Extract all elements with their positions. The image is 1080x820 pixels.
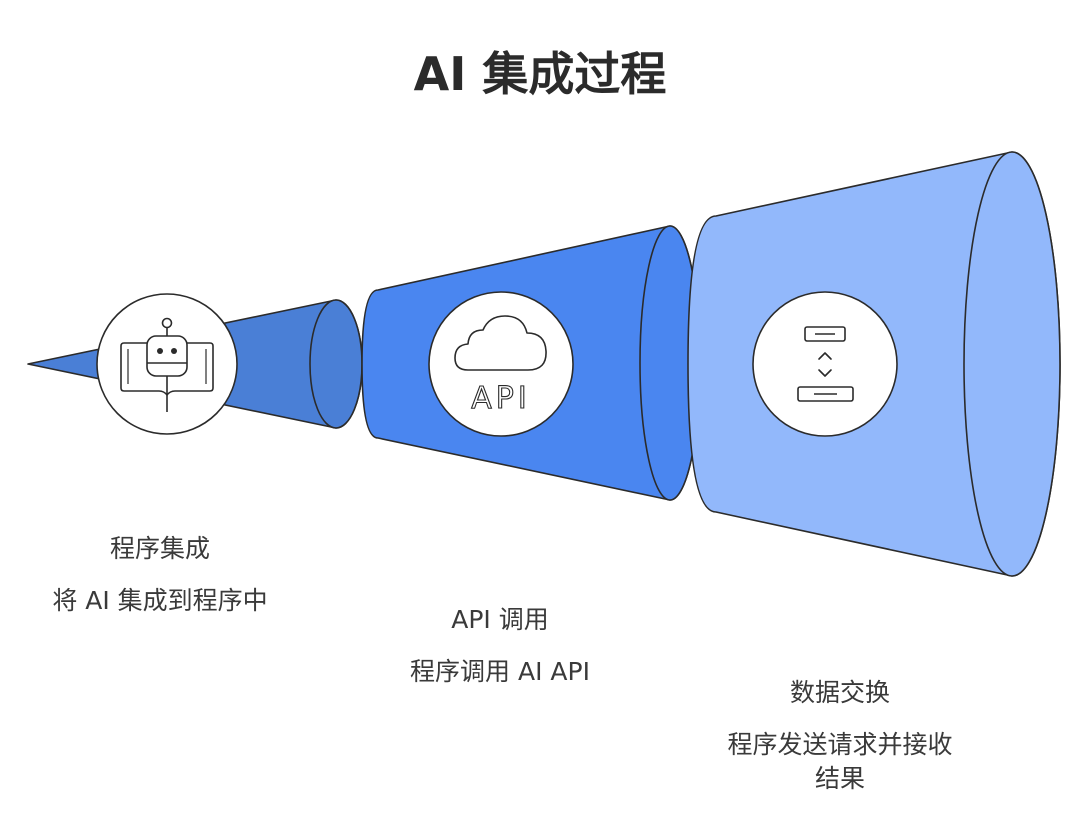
- data-exchange-icon: [752, 291, 898, 437]
- diagram-title: AI 集成过程: [413, 47, 667, 101]
- robot-book-icon: [96, 293, 238, 435]
- api-icon-label: API: [471, 381, 530, 416]
- stage-1-label: 程序集成 将 AI 集成到程序中: [10, 532, 310, 618]
- stage-1-title: 程序集成: [109, 534, 210, 563]
- stage-3-label: 数据交换 程序发送请求并接收结果: [690, 676, 990, 796]
- stage-1-description: 将 AI 集成到程序中: [52, 586, 268, 615]
- stage-2-title: API 调用: [451, 605, 549, 634]
- stage-2-label: API 调用 程序调用 AI API: [350, 603, 650, 689]
- stage-3-description: 程序发送请求并接收结果: [727, 730, 953, 793]
- stage-3-title: 数据交换: [789, 678, 890, 707]
- cloud-api-icon: API: [428, 291, 574, 437]
- stage-2-description: 程序调用 AI API: [410, 657, 590, 686]
